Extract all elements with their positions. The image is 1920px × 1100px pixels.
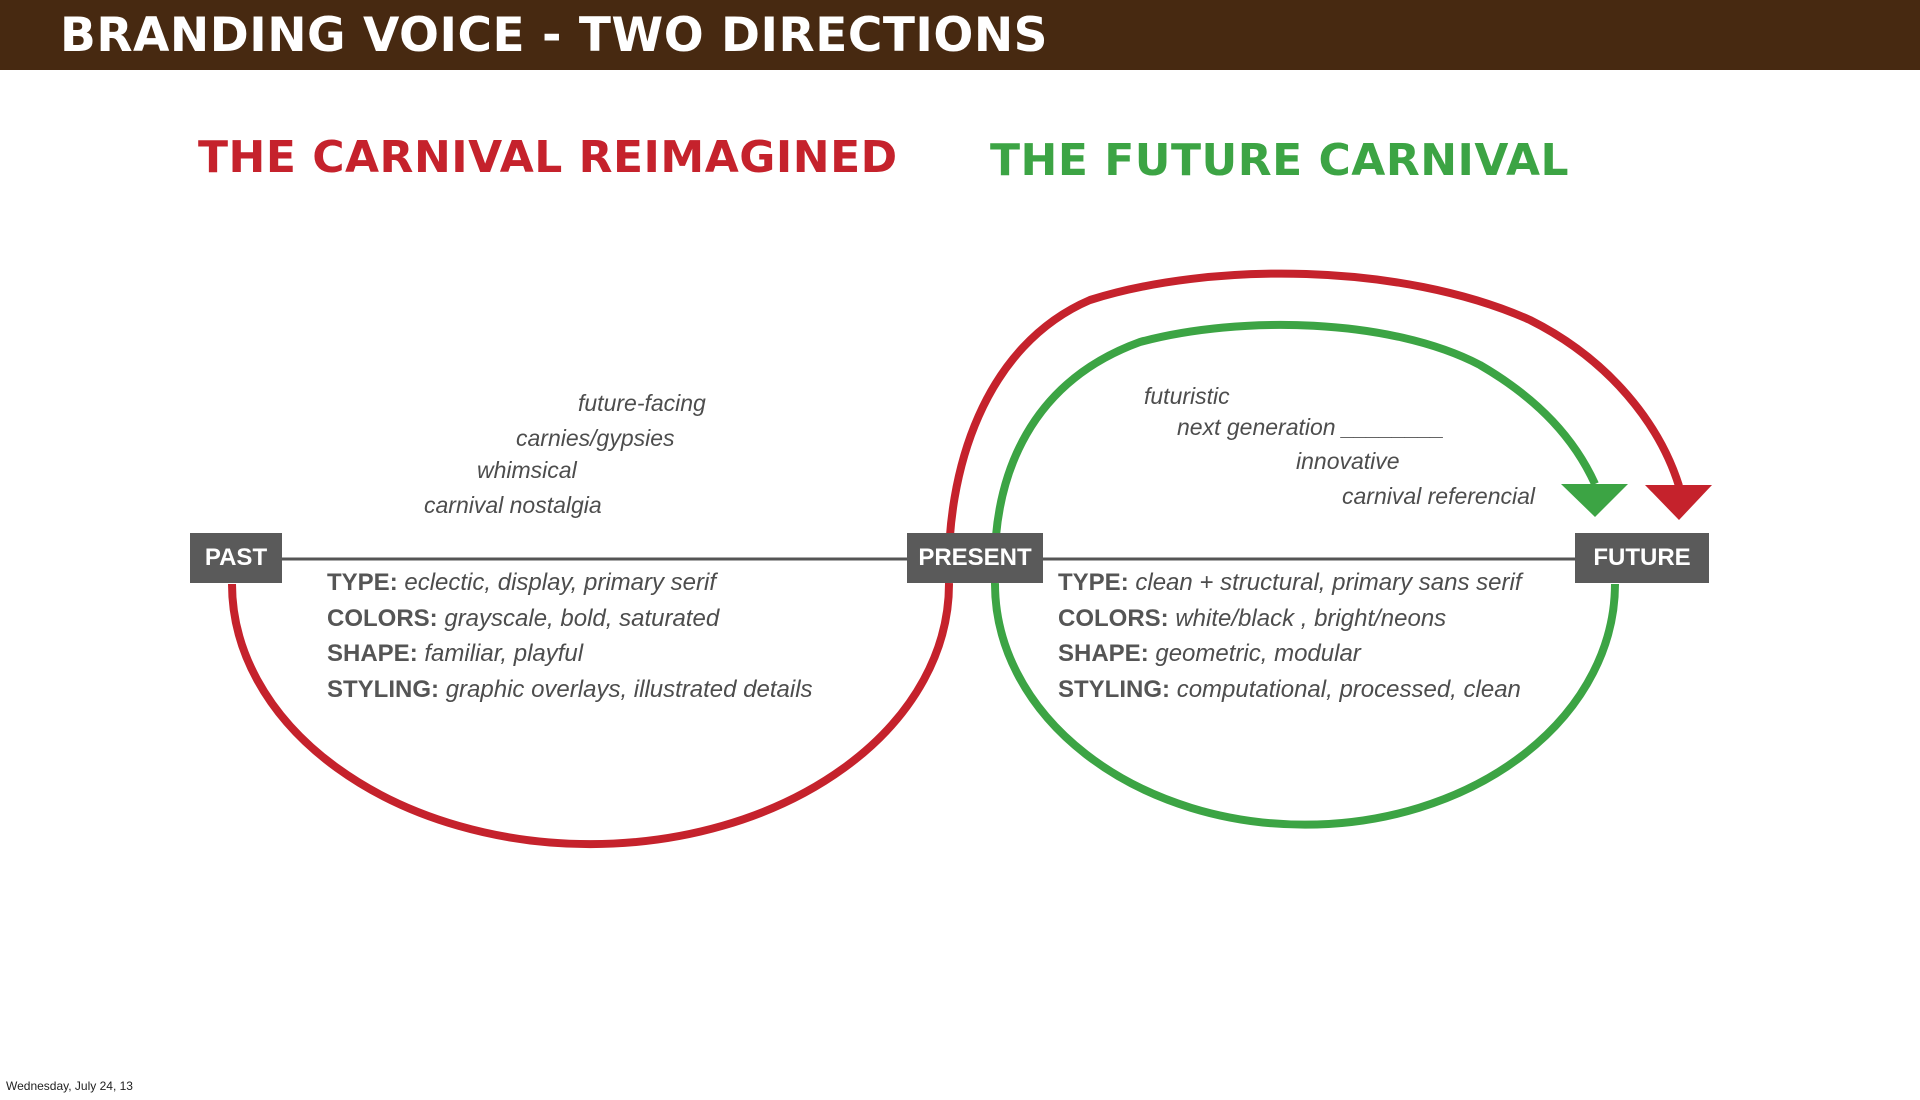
red-lower-arc: [228, 583, 953, 849]
attr-row: COLORS: grayscale, bold, saturated: [327, 604, 720, 632]
attr-key: COLORS: [1058, 604, 1161, 632]
red-arrowhead: [1645, 485, 1712, 520]
attr-row: SHAPE: geometric, modular: [1058, 640, 1361, 667]
keyword-carnies-gypsies: carnies/gypsies: [516, 425, 675, 451]
attr-value: graphic overlays, illustrated details: [445, 675, 813, 703]
attr-key: TYPE: [327, 569, 390, 596]
node-past: PAST: [190, 533, 282, 583]
green-lower-arc: [991, 583, 1619, 829]
green-arrowhead: [1561, 484, 1628, 517]
attr-row: TYPE: eclectic, display, primary serif: [327, 569, 716, 596]
attr-key: SHAPE: [327, 640, 410, 667]
reimagined-attributes: TYPE: eclectic, display, primary serif C…: [327, 565, 813, 707]
green-upper-arc: [990, 320, 1599, 585]
attr-row: SHAPE: familiar, playful: [327, 640, 584, 667]
direction-title-future: THE FUTURE CARNIVAL: [990, 135, 1570, 186]
page-title: BRANDING VOICE - TWO DIRECTIONS: [60, 8, 1049, 63]
attr-row: COLORS: white/black , bright/neons: [1058, 604, 1447, 632]
keyword-innovative: innovative: [1296, 448, 1400, 474]
direction-title-reimagined: THE CARNIVAL REIMAGINED: [198, 132, 898, 183]
attr-value: white/black , bright/neons: [1175, 604, 1447, 632]
attr-row: TYPE: clean + structural, primary sans s…: [1058, 569, 1522, 596]
attr-key: COLORS: [327, 604, 430, 632]
keyword-carnival-nostalgia: carnival nostalgia: [424, 492, 602, 518]
attr-row: STYLING: graphic overlays, illustrated d…: [327, 675, 813, 703]
red-upper-arc: [944, 269, 1683, 585]
header-bar: BRANDING VOICE - TWO DIRECTIONS: [0, 0, 1920, 70]
node-future: FUTURE: [1575, 533, 1709, 583]
attr-row: STYLING: computational, processed, clean: [1058, 675, 1521, 703]
attr-value: eclectic, display, primary serif: [404, 569, 716, 596]
keyword-carnival-referencial: carnival referencial: [1342, 483, 1536, 509]
footer-date: Wednesday, July 24, 13: [6, 1079, 133, 1093]
future-attributes: TYPE: clean + structural, primary sans s…: [1058, 565, 1522, 707]
attr-key: TYPE: [1058, 569, 1121, 596]
attr-key: SHAPE: [1058, 640, 1141, 667]
attr-value: geometric, modular: [1155, 640, 1361, 667]
attr-value: computational, processed, clean: [1176, 675, 1521, 703]
attr-key: STYLING: [327, 675, 432, 703]
attr-value: familiar, playful: [424, 640, 584, 667]
node-present: PRESENT: [907, 533, 1043, 583]
attr-value: grayscale, bold, saturated: [444, 604, 720, 632]
keyword-futuristic: futuristic: [1144, 383, 1230, 409]
attr-key: STYLING: [1058, 675, 1163, 703]
keyword-next-generation: next generation ________: [1177, 414, 1445, 440]
keyword-whimsical: whimsical: [477, 457, 577, 483]
attr-value: clean + structural, primary sans serif: [1135, 569, 1522, 596]
keyword-future-facing: future-facing: [578, 390, 706, 416]
